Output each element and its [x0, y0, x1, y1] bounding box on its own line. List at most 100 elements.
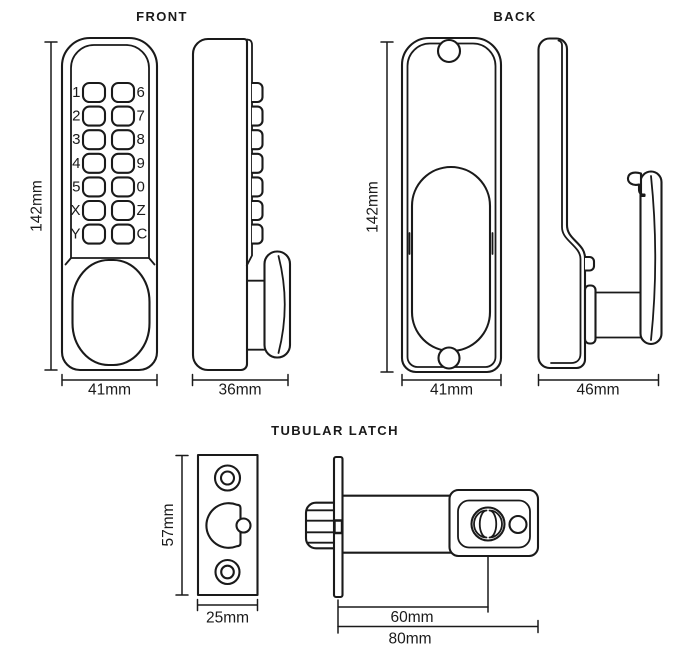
keypad-button-3 [81, 129, 107, 151]
latch-width-dim-line [196, 598, 259, 612]
keypad-button-4 [81, 152, 107, 174]
latch-side-view [304, 455, 540, 599]
latch-bolt-pin [235, 517, 252, 534]
front-side-rim [245, 38, 253, 267]
key-label-0: 0 [137, 178, 145, 195]
latch-width-dim-label: 25mm [206, 610, 249, 627]
key-label-C: C [137, 226, 148, 243]
back-height-dim-label: 142mm [365, 181, 382, 233]
latch-bolt-front [205, 502, 242, 549]
back-screw-top [436, 38, 462, 64]
key-label-X: X [70, 202, 80, 219]
back-side-knob-stem [594, 291, 643, 339]
front-panel-chamfer-right [148, 257, 156, 266]
key-label-6: 6 [137, 84, 145, 101]
front-panel-chamfer-left [64, 257, 72, 266]
back-side-width-dim-label: 46mm [576, 382, 619, 399]
latch-bolt-ribs [306, 509, 335, 544]
latch-faceplate-front-view [196, 453, 259, 597]
thumbturn-lever [626, 171, 646, 198]
key-label-8: 8 [137, 131, 145, 148]
front-body-outline [60, 36, 159, 372]
back-dimensions: 142mm 41mm [365, 41, 502, 399]
keypad-button-8 [110, 129, 136, 151]
front-side-width-dim-line [191, 373, 289, 387]
key-label-1: 1 [72, 84, 80, 101]
back-view [400, 36, 503, 374]
back-inner-outline [406, 42, 497, 368]
front-width-dim-line [61, 373, 158, 387]
front-height-dim-label: 142mm [29, 180, 46, 232]
front-side-view [191, 37, 292, 372]
back-body-outline [400, 36, 503, 374]
back-title: BACK [493, 9, 536, 24]
button-bump-4 [250, 152, 264, 174]
latch-end-cap-inner [457, 499, 531, 549]
keypad-button-6 [110, 81, 136, 104]
back-side-knob-flange [583, 284, 597, 345]
keypad-button-Z [110, 199, 136, 222]
back-side-knob [639, 170, 663, 346]
button-bump-1 [250, 81, 264, 104]
keypad-button-7 [110, 105, 136, 127]
front-view: 1 2 3 4 5 X Y 6 7 8 9 0 Z C [60, 36, 159, 372]
back-screw-bottom [437, 346, 461, 370]
keypad-button-5 [81, 176, 107, 198]
key-label-4: 4 [72, 155, 80, 172]
keypad-button-2 [81, 105, 107, 127]
back-height-dim-line [380, 41, 394, 373]
key-label-9: 9 [137, 155, 145, 172]
back-width-dim-line [401, 373, 502, 387]
keypad-button-9 [110, 152, 136, 174]
latch-side-dimensions: 60mm 80mm [337, 555, 539, 648]
front-dimensions: 142mm 41mm [29, 41, 158, 399]
front-side-knob-stem [246, 279, 267, 351]
latch-spindle-crescent-right [488, 509, 503, 539]
latch-faceplate-dimensions: 57mm 25mm [160, 454, 259, 627]
latch-spindle-crescent-left [473, 509, 488, 539]
button-bump-2 [250, 105, 264, 127]
latch-body-tube [341, 494, 457, 554]
latch-faceplate [196, 453, 259, 597]
key-label-5: 5 [72, 178, 80, 195]
latch-screw-top-inner [219, 470, 236, 486]
latch-cam-hole [508, 514, 528, 535]
keypad-button-C [110, 223, 136, 245]
button-bump-3 [250, 129, 264, 151]
back-cover-plate [410, 165, 492, 353]
latch-bolt-side [304, 501, 338, 550]
front-side-knob-dome [277, 255, 286, 354]
button-bump-7 [250, 223, 264, 245]
latch-length-dim-line [337, 619, 539, 634]
keypad-button-1 [81, 81, 107, 104]
button-bump-6 [250, 199, 264, 222]
back-side-plate-inner [550, 39, 582, 364]
key-label-7: 7 [137, 108, 145, 125]
back-side-width-dim-line [537, 373, 660, 387]
latch-screw-bottom-inner [220, 564, 235, 580]
front-height-dim-line [44, 41, 58, 371]
tubular-latch-title: TUBULAR LATCH [271, 423, 399, 438]
key-label-3: 3 [72, 131, 80, 148]
latch-backset-dim-line [337, 599, 489, 634]
key-label-Z: Z [137, 202, 146, 219]
keypad-button-0 [110, 176, 136, 198]
keypad-button-Y [81, 223, 107, 245]
button-bump-5 [250, 176, 264, 198]
back-width-dim-label: 41mm [430, 382, 473, 399]
front-side-dimensions: 36mm [191, 373, 289, 399]
front-side-knob [263, 250, 292, 359]
back-side-knob-dome [650, 175, 657, 341]
back-side-dimensions: 46mm [537, 373, 660, 399]
back-side-button [583, 255, 596, 272]
front-width-dim-label: 41mm [88, 382, 131, 399]
latch-backset-dim-label: 60mm [390, 609, 433, 626]
key-label-Y: Y [70, 226, 80, 243]
front-keypad-panel [70, 44, 150, 259]
key-label-2: 2 [72, 108, 80, 125]
back-side-view [537, 37, 663, 370]
keypad-button-X [81, 199, 107, 222]
latch-height-dim-label: 57mm [160, 503, 177, 546]
